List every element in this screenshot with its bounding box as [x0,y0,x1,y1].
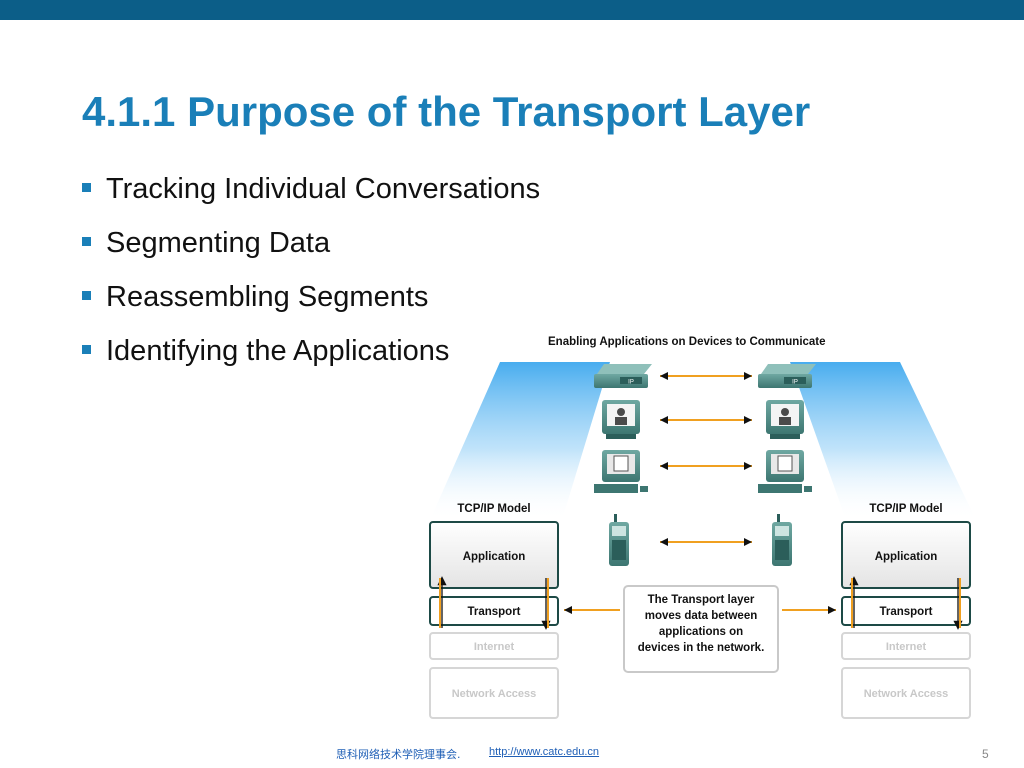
device-arrowheads [660,372,752,546]
right-internet-label: Internet [886,641,927,653]
ip-badge: IP [792,380,798,386]
bullet-item: Reassembling Segments [82,276,540,330]
left-beam [430,362,610,520]
bullet-item: Segmenting Data [82,222,540,276]
bullet-list: Tracking Individual Conversations Segmen… [82,168,540,384]
transport-callout-box [623,585,779,673]
footer-link[interactable]: http://www.catc.edu.cn [489,746,600,758]
ip-phone-icon: IP [594,364,652,388]
callout-line: The Transport layer [648,594,755,606]
top-bar [0,0,1024,20]
right-application-layer [841,521,971,589]
right-application-label: Application [875,551,938,563]
footer-organization: 思科网络技术学院理事会. [336,748,461,761]
bullet-square-icon [82,183,91,192]
bullet-item: Identifying the Applications [82,330,540,384]
left-application-layer [429,521,559,589]
right-beam [790,362,976,520]
computer-icon [758,450,812,493]
video-monitor-icon [602,400,640,439]
right-network-access-label: Network Access [864,688,949,700]
left-internet-layer [429,632,559,660]
video-monitor-icon [766,400,804,439]
bullet-square-icon [82,345,91,354]
diagram-caption: Enabling Applications on Devices to Comm… [548,336,826,348]
callout-line: moves data between [645,610,757,622]
right-network-access-layer [841,667,971,719]
left-network-access-layer [429,667,559,719]
callout-line: devices in the network. [638,642,765,654]
bullet-square-icon [82,237,91,246]
device-arrows [660,375,752,543]
left-tcpip-model: TCP/IP Model Application Transport Inter… [429,503,559,719]
page-number: 5 [982,747,989,761]
right-tcpip-model: TCP/IP Model Application Transport Inter… [841,503,971,719]
callout-line: applications on [659,626,743,638]
right-transport-arrowhead [828,606,836,614]
right-internet-layer [841,632,971,660]
ip-phone-icon: IP [758,364,816,388]
mobile-phone-icon [772,514,792,566]
computer-icon [594,450,648,493]
bullet-square-icon [82,291,91,300]
bullet-item: Tracking Individual Conversations [82,168,540,222]
left-transport-arrowhead [564,606,572,614]
ip-badge: IP [628,380,634,386]
slide-title: 4.1.1 Purpose of the Transport Layer [82,88,811,135]
mobile-phone-icon [609,514,629,566]
right-model-title: TCP/IP Model [869,503,942,515]
left-transport-layer [429,596,559,626]
right-transport-layer [841,596,971,626]
left-network-access-label: Network Access [452,688,537,700]
left-model-title: TCP/IP Model [457,503,530,515]
left-internet-label: Internet [474,641,515,653]
left-transport-label: Transport [467,606,520,618]
right-transport-label: Transport [879,606,932,618]
left-application-label: Application [463,551,526,563]
